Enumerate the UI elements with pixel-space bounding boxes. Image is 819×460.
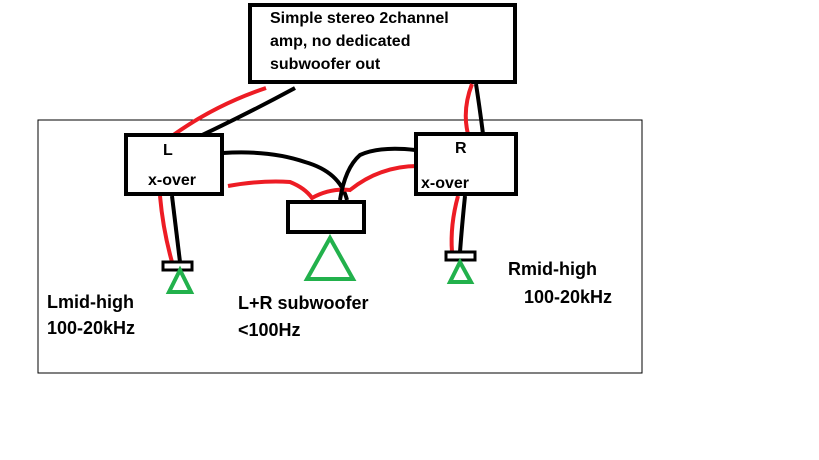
left-crossover-sublabel: x-over bbox=[148, 172, 196, 189]
left-crossover-label: L bbox=[163, 142, 173, 159]
left-speaker-icon bbox=[165, 265, 195, 294]
wire-amp-to-right-red bbox=[463, 83, 474, 135]
wire-left-to-sub-black bbox=[222, 150, 349, 201]
left-crossover-box: L x-over bbox=[124, 133, 224, 196]
wire-left-to-speaker-black bbox=[170, 195, 182, 263]
right-crossover-sublabel: x-over bbox=[421, 175, 469, 192]
wire-left-to-sub-red bbox=[227, 164, 419, 201]
enclosure-frame bbox=[37, 119, 643, 374]
amp-label-line3: subwoofer out bbox=[270, 56, 381, 73]
left-speaker-label: Lmid-high bbox=[47, 292, 134, 312]
right-crossover-box: R x-over bbox=[414, 132, 518, 196]
subwoofer-box bbox=[286, 200, 366, 234]
subwoofer-label: L+R subwoofer bbox=[238, 293, 369, 313]
amp-label-line1: Simple stereo 2channel bbox=[270, 10, 449, 27]
wire-left-to-speaker-red bbox=[158, 195, 174, 263]
wire-amp-to-left-red bbox=[170, 86, 267, 138]
wire-amp-to-right-black bbox=[474, 83, 485, 135]
subwoofer-range: <100Hz bbox=[238, 320, 301, 340]
amp-label-line2: amp, no dedicated bbox=[270, 33, 410, 50]
subwoofer-speaker-icon bbox=[303, 233, 357, 281]
left-speaker-terminal bbox=[161, 260, 194, 272]
right-speaker-range: 100-20kHz bbox=[524, 287, 612, 307]
wire-right-to-sub-black bbox=[338, 146, 416, 201]
wire-right-to-speaker-black bbox=[458, 195, 467, 253]
amplifier-box: Simple stereo 2channel amp, no dedicated… bbox=[248, 3, 517, 84]
right-speaker-icon bbox=[446, 257, 475, 284]
wire-right-to-speaker-red bbox=[449, 195, 460, 253]
right-crossover-label: R bbox=[455, 140, 467, 157]
left-speaker-range: 100-20kHz bbox=[47, 318, 135, 338]
wire-amp-to-left-black bbox=[199, 86, 296, 138]
right-speaker-label: Rmid-high bbox=[508, 259, 597, 279]
